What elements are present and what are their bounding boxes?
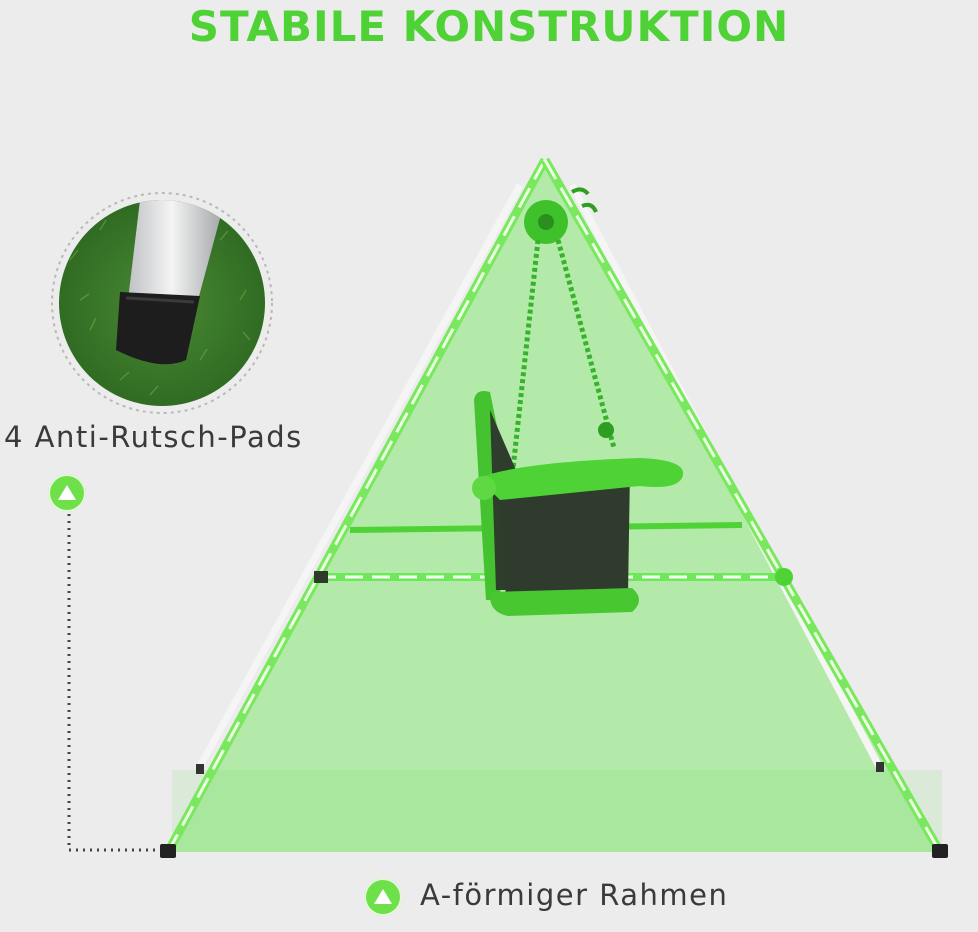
foot-pad [160,844,176,858]
rope-left [509,239,541,479]
page-title: STABILE KONSTRUKTION [188,2,790,51]
triangle-in-circle-icon [364,878,402,916]
pole-closeup [128,200,225,300]
swing-seat-bar [478,458,684,500]
swing-seat-base [489,588,639,616]
pads-label: 4 Anti-Rutsch-Pads [4,420,303,454]
frame-label: A-förmiger Rahmen [420,878,729,912]
pads-leader-line [67,514,160,852]
swing-seat-body [500,470,630,600]
rope-right [555,239,617,449]
triangle-in-circle-icon [48,474,86,512]
pad-detail-circle [51,192,273,414]
